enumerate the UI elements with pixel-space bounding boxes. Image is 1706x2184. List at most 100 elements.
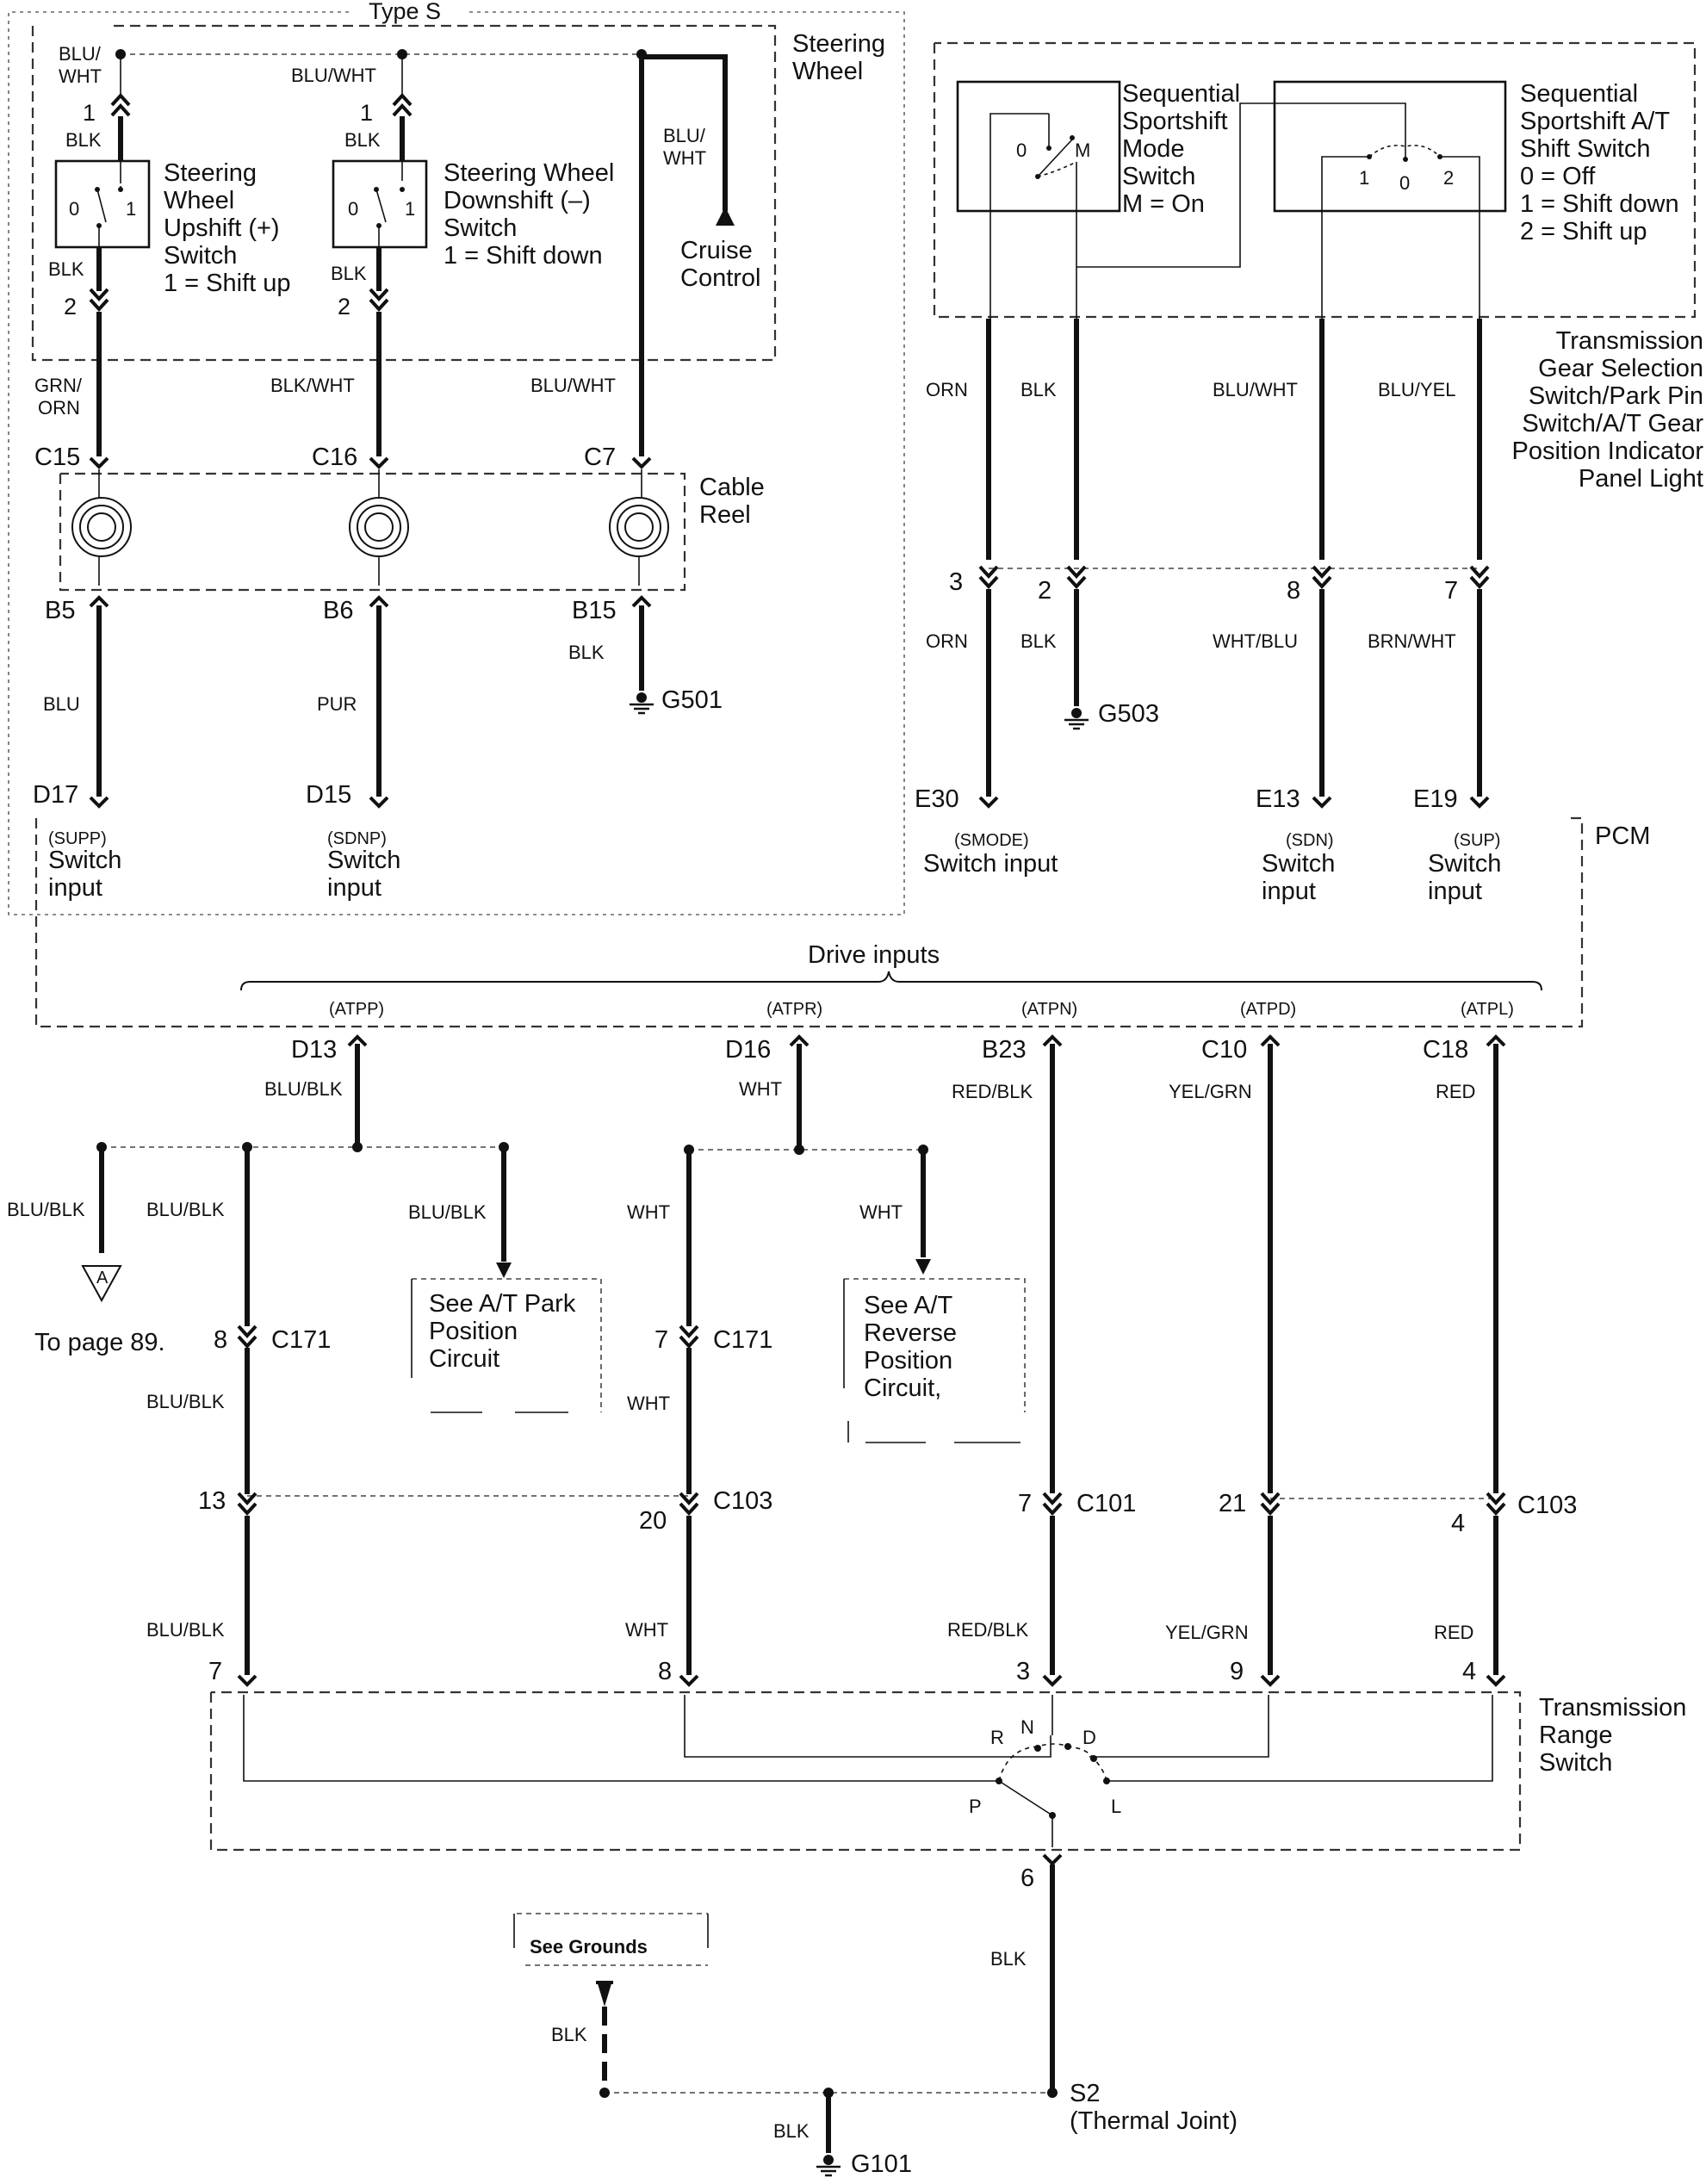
wire-color-wht: WHT [859, 1201, 903, 1223]
splice-point [794, 1145, 804, 1155]
wire-color-blu-blk: BLU/BLK [7, 1199, 85, 1220]
wire-color-yel-grn: YEL/GRN [1169, 1081, 1252, 1102]
wire-color-blk: BLK [48, 258, 84, 280]
mode-pos-0: 0 [1016, 140, 1027, 161]
pin-number: 7 [654, 1326, 668, 1354]
wire-color-grn-orn: GRN/ORN [34, 375, 83, 419]
pcm-label: PCM [1595, 822, 1650, 850]
pin-number: 4 [1451, 1510, 1465, 1537]
type-s-label: Type S [369, 0, 441, 24]
s2-label: S2(Thermal Joint) [1070, 2080, 1238, 2135]
pin-number: 8 [214, 1326, 227, 1354]
pcm-input-atpp: (ATPP) [329, 1000, 384, 1019]
wire-color-blk: BLK [551, 2024, 587, 2045]
connector-d17: D17 [33, 781, 78, 809]
connector-c103: C103 [1517, 1492, 1577, 1519]
pin-number: 4 [1462, 1658, 1476, 1685]
upshift-switch [54, 159, 151, 249]
pin-number: 2 [338, 294, 351, 320]
cruise-control-arrow [716, 207, 735, 226]
wire-color-blu-blk: BLU/BLK [146, 1199, 225, 1220]
pin-number: 1 [360, 100, 373, 126]
pcm-input-supp: (SUPP) [48, 829, 107, 848]
switch-pos-0: 0 [69, 198, 79, 220]
pin-number: 21 [1219, 1490, 1246, 1517]
connector-b23: B23 [982, 1036, 1027, 1064]
connector-d13: D13 [291, 1036, 337, 1064]
switch-pos-1: 1 [405, 198, 415, 220]
connector-c10: C10 [1201, 1036, 1247, 1064]
wire-color-blk: BLK [1020, 630, 1057, 652]
connector-c101: C101 [1076, 1490, 1136, 1517]
wire-color-red: RED [1434, 1622, 1473, 1643]
pin-number: 7 [1444, 577, 1458, 605]
wire-color-blk: BLK [344, 129, 381, 151]
mode-pos-m: M [1075, 140, 1090, 161]
connector-e19: E19 [1413, 785, 1458, 813]
sportshift-output-wires: ORN BLK BLU/WHT BLU/YEL 3 2 8 7 ORN BLK … [915, 319, 1490, 813]
at-pos-1: 1 [1359, 167, 1369, 189]
wire-color-blu-wht: BLU/WHT [530, 375, 616, 396]
pin-number: 7 [1018, 1490, 1032, 1517]
pcm-input-sup: (SUP) [1454, 831, 1500, 850]
range-pos-l: L [1111, 1796, 1121, 1817]
pin-number: 3 [949, 568, 963, 596]
connector-c171: C171 [271, 1326, 331, 1354]
pcm-input-smode: (SMODE) [954, 831, 1029, 850]
pin-number: 2 [64, 294, 77, 320]
pcm-input-smode-label: Switch input [923, 850, 1058, 878]
connector-c15: C15 [34, 444, 80, 471]
connector-e30: E30 [915, 785, 959, 813]
sportshift-at-switch [1273, 80, 1507, 213]
pcm-input-atpr: (ATPR) [766, 1000, 822, 1019]
drive-input-wires: D13 D16 B23 C10 C18 BLU/BLK WHT RED/BLK … [7, 1035, 1577, 1686]
connector-b6: B6 [323, 597, 353, 624]
pin-number: 13 [198, 1487, 226, 1515]
range-pos-d: D [1083, 1727, 1096, 1748]
wire-color-blu-wht: BLU/WHT [291, 65, 376, 86]
wire-color-blk: BLK [568, 642, 605, 663]
splice-point [599, 2088, 610, 2098]
at-pos-2: 2 [1443, 167, 1454, 189]
range-pos-p: P [969, 1796, 982, 1817]
ground-g501-label: G501 [661, 686, 723, 714]
wire-color-blu-wht: BLU/WHT [663, 125, 706, 169]
pcm-input-atpn: (ATPN) [1021, 1000, 1077, 1019]
pin-number: 8 [1287, 577, 1300, 605]
ground-g101 [815, 2153, 842, 2177]
splice-point [352, 1142, 363, 1152]
connector-c171: C171 [713, 1326, 772, 1354]
wire-color-red-blk: RED/BLK [947, 1619, 1028, 1641]
wire-color-red: RED [1436, 1081, 1475, 1102]
range-pos-r: R [990, 1727, 1004, 1748]
connector-e13: E13 [1256, 785, 1300, 813]
wire-color-orn: ORN [926, 379, 968, 400]
offpage-connector-a-label: A [96, 1269, 109, 1287]
switch-pos-1: 1 [126, 198, 136, 220]
pcm-input-atpl: (ATPL) [1461, 1000, 1514, 1019]
wire-color-blu-yel: BLU/YEL [1378, 379, 1456, 400]
pcm-input-sdn: (SDN) [1286, 831, 1334, 850]
ground-circuit: See Grounds BLK S2(Thermal Joint) BLK G1… [513, 1913, 1238, 2178]
wire-color-blu-wht: BLU/WHT [1213, 379, 1298, 400]
reel-output-wires: BLK G501 BLU PUR D17 D15 [33, 605, 723, 809]
pin-number: 7 [208, 1658, 222, 1685]
ground-g503-label: G503 [1098, 700, 1159, 728]
to-page-label: To page 89. [34, 1329, 165, 1356]
range-pos-n: N [1020, 1716, 1034, 1738]
